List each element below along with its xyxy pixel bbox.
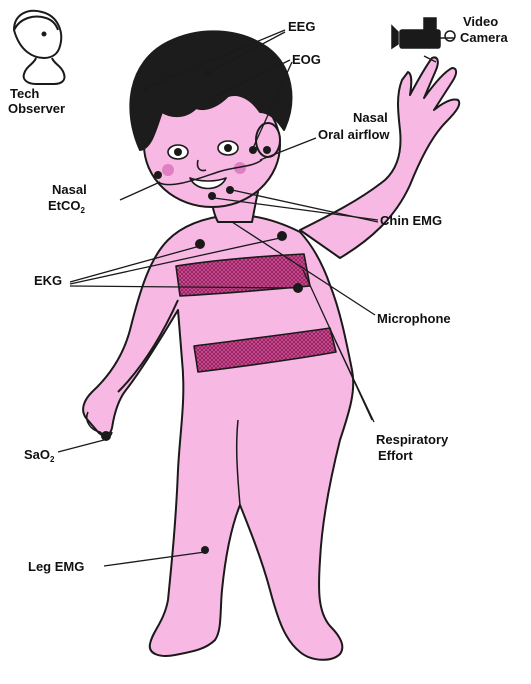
observer-label: Observer	[8, 101, 65, 116]
etco2-label: EtCO2	[48, 198, 85, 218]
tech-label: Tech	[10, 86, 39, 101]
video-camera-icon	[392, 18, 455, 48]
sao2-label: SaO2	[24, 447, 54, 467]
tech-observer-icon	[14, 11, 65, 84]
ekg-label: EKG	[34, 273, 62, 288]
eeg-label: EEG	[288, 19, 315, 34]
nasal-label-2: Nasal	[52, 182, 87, 197]
leg-emg-label: Leg EMG	[28, 559, 84, 574]
chin-emg-label: Chin EMG	[380, 213, 442, 228]
nasal-label-1: Nasal	[353, 110, 388, 125]
respiratory-label: Respiratory	[376, 432, 448, 447]
camera-label: Camera	[460, 30, 508, 45]
child-figure	[83, 31, 459, 659]
effort-label: Effort	[378, 448, 413, 463]
eog-label: EOG	[292, 52, 321, 67]
video-label: Video	[463, 14, 498, 29]
microphone-label: Microphone	[377, 311, 451, 326]
oral-airflow-label: Oral airflow	[318, 127, 390, 142]
